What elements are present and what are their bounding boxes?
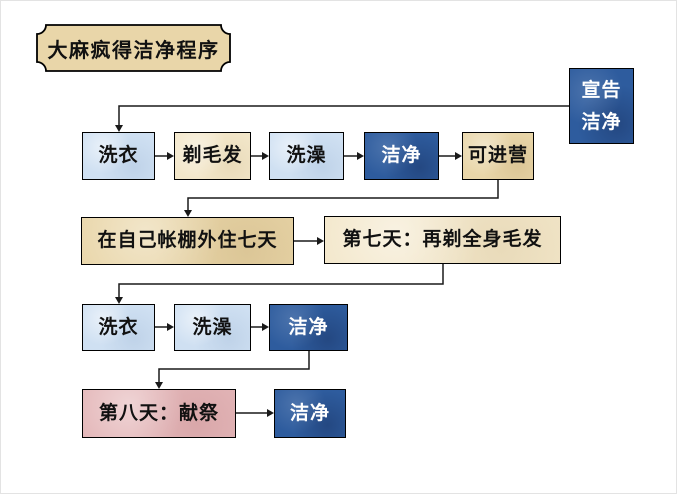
plaque-shape — [36, 24, 231, 72]
arrowhead-right-day7 — [317, 237, 324, 245]
node-enter-camp: 可进营 — [462, 132, 534, 180]
node-wash-clothes-1: 洗衣 — [82, 132, 155, 180]
page-title: 大麻疯得洁净程序 — [47, 37, 220, 62]
arrowhead-right-clean2 — [262, 323, 269, 331]
node-wash-clothes-2: 洗衣 — [82, 304, 155, 351]
title-plaque: 大麻疯得洁净程序 — [36, 24, 231, 72]
arrowhead-down-day8 — [155, 382, 163, 389]
arrowhead-right-shave — [167, 152, 174, 160]
node-declare-clean: 宣告 洁净 — [569, 68, 634, 144]
node-shave-hair: 剃毛发 — [174, 132, 251, 180]
connector-clean2-to-day8 — [158, 351, 310, 385]
node-bathe-1: 洗澡 — [269, 132, 344, 180]
node-clean-3: 洁净 — [274, 389, 346, 438]
arrowhead-down-tent — [184, 210, 192, 217]
arrowhead-down-wash2 — [115, 297, 123, 304]
arrowhead-right-bathe1 — [262, 152, 269, 160]
arrowhead-down-wash1 — [115, 125, 123, 132]
connector-day7-to-wash2 — [118, 264, 444, 300]
node-clean-2: 洁净 — [269, 304, 348, 351]
node-clean-1: 洁净 — [364, 132, 439, 180]
arrowhead-right-bathe2 — [167, 323, 174, 331]
node-stay-outside-tent-7-days: 在自己帐棚外住七天 — [81, 217, 294, 265]
arrowhead-right-clean3 — [267, 409, 274, 417]
node-day8-sacrifice: 第八天：献祭 — [82, 389, 236, 438]
node-day7-shave-all-hair: 第七天：再剃全身毛发 — [324, 216, 561, 264]
arrowhead-right-clean1 — [357, 152, 364, 160]
node-bathe-2: 洗澡 — [174, 304, 251, 351]
arrowhead-right-camp — [455, 152, 462, 160]
connector-declare-to-wash1 — [118, 105, 569, 128]
connector-camp-to-tent — [187, 180, 499, 213]
